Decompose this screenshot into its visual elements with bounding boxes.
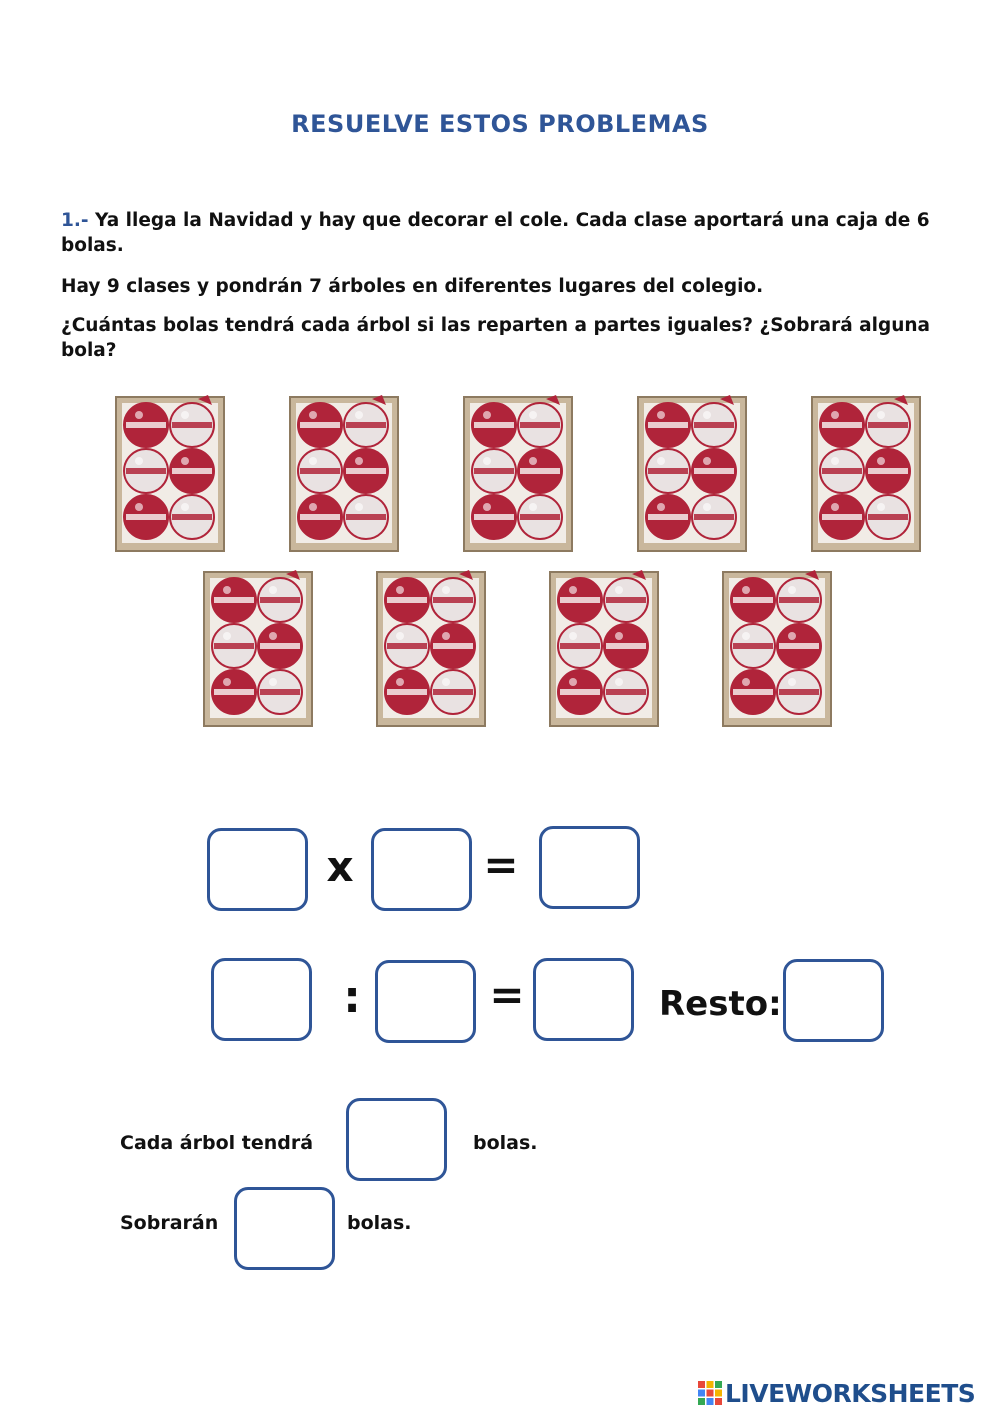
balls-per-tree-input[interactable] [346,1098,447,1181]
ornament-box-image [546,566,662,730]
division-dividend-input[interactable] [211,958,312,1041]
each-tree-label: Cada árbol tendrá [120,1132,314,1154]
ornament-box-image [634,391,750,555]
each-tree-suffix: bolas. [473,1132,538,1154]
problem-line-1: 1.- Ya llega la Navidad y hay que decora… [61,208,931,258]
leftover-label: Sobrarán [120,1212,219,1234]
liveworksheets-logo-icon [698,1381,722,1405]
multiplication-factor-2-input[interactable] [371,828,472,911]
ornament-box-image [286,391,402,555]
problem-line-3: ¿Cuántas bolas tendrá cada árbol si las … [61,315,931,361]
resto-label: Resto: [659,984,782,1024]
division-remainder-input[interactable] [783,959,884,1042]
division-divisor-input[interactable] [375,960,476,1043]
ornament-box-image [373,566,489,730]
equals-sign-1: = [483,840,519,889]
ornament-box-image [719,566,835,730]
equals-sign-2: = [489,970,525,1019]
problem-text-1: Ya llega la Navidad y hay que decorar el… [61,210,930,256]
multiplication-result-input[interactable] [539,826,640,909]
liveworksheets-logo: LIVEWORKSHEETS [697,1377,976,1409]
leftover-suffix: bolas. [347,1212,412,1234]
leftover-balls-input[interactable] [234,1187,335,1270]
times-sign: x [326,842,354,891]
page-title: RESUELVE ESTOS PROBLEMAS [291,110,709,138]
ornament-box-image [200,566,316,730]
division-quotient-input[interactable] [533,958,634,1041]
ornament-box-image [460,391,576,555]
ornament-box-image [112,391,228,555]
multiplication-factor-1-input[interactable] [207,828,308,911]
liveworksheets-brand: LIVEWORKSHEETS [725,1378,976,1408]
ornament-box-image [808,391,924,555]
problem-number: 1.- [61,210,89,231]
problem-line-2: Hay 9 clases y pondrán 7 árboles en dife… [61,276,764,297]
divide-sign: : [343,972,361,1023]
